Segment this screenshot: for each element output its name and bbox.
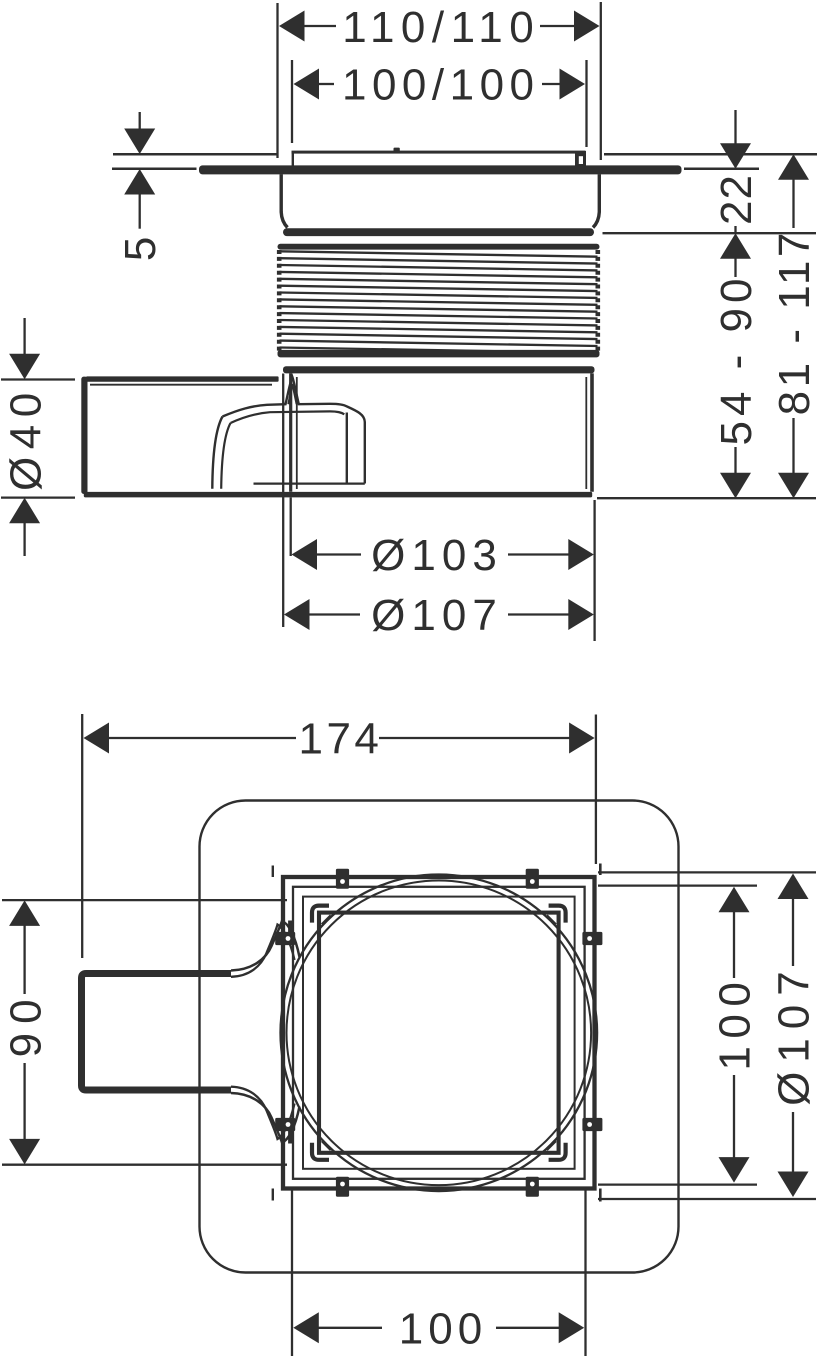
- svg-text:100/100: 100/100: [342, 61, 540, 110]
- svg-text:Ø103: Ø103: [371, 531, 503, 580]
- svg-text:110/110: 110/110: [342, 3, 540, 52]
- svg-text:54 - 90: 54 - 90: [712, 274, 761, 446]
- svg-text:5: 5: [116, 237, 165, 261]
- svg-text:90: 90: [2, 990, 51, 1057]
- svg-text:174: 174: [298, 715, 382, 764]
- svg-text:Ø107: Ø107: [770, 962, 819, 1106]
- svg-text:22: 22: [712, 174, 761, 225]
- svg-text:81 - 117: 81 - 117: [770, 229, 819, 415]
- svg-text:100: 100: [399, 1305, 487, 1354]
- svg-text:Ø107: Ø107: [371, 591, 503, 640]
- svg-text:Ø40: Ø40: [2, 385, 51, 491]
- svg-text:100: 100: [711, 975, 760, 1071]
